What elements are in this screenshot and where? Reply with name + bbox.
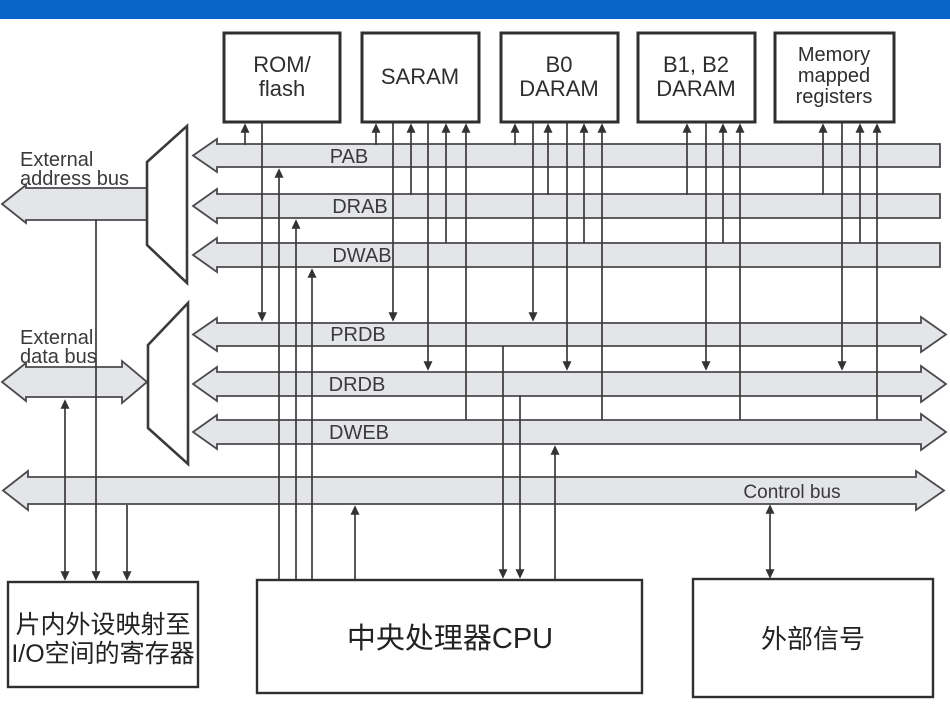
bottom-block-boxes xyxy=(6,577,935,699)
dweb-bus-band xyxy=(191,412,948,452)
external-signals-box xyxy=(691,577,935,699)
top-blue-bar xyxy=(0,0,950,19)
external-data-bus-label-line2: data bus xyxy=(20,346,97,368)
drab-label: DRAB xyxy=(332,196,388,218)
b1b2-daram-label-line1: B1, B2 xyxy=(663,52,729,77)
b0-daram-label-line1: B0 xyxy=(546,52,573,77)
external-address-bus-label-line2: address bus xyxy=(20,168,129,190)
io-registers-box xyxy=(6,580,200,689)
dwab-label: DWAB xyxy=(332,245,391,267)
external-address-bus-label-line1: External xyxy=(20,149,93,171)
mmr-label-line1: Memory xyxy=(798,44,870,66)
io-registers-label-line2: I/O空间的寄存器 xyxy=(11,640,194,668)
mmr-label-line3: registers xyxy=(796,86,873,108)
b1b2-daram-label-line2: DARAM xyxy=(656,76,735,101)
mmr-label-line2: mapped xyxy=(798,65,870,87)
cpu-box xyxy=(255,578,644,695)
external-bus-labels: External address bus External data bus xyxy=(20,149,129,368)
saram-box xyxy=(360,31,481,124)
address-bus-mux xyxy=(145,123,189,287)
bottom-block-labels: 片内外设映射至 I/O空间的寄存器 中央处理器CPU 外部信号 xyxy=(11,611,865,668)
external-address-bus-band xyxy=(0,183,148,225)
cpu-label: 中央处理器CPU xyxy=(347,622,553,655)
data-bus-mux xyxy=(146,299,190,467)
external-data-bus-label-line1: External xyxy=(20,327,93,349)
bus-labels: PAB DRAB DWAB PRDB DRDB DWEB Control bus xyxy=(329,146,841,503)
memory-block-labels: ROM/ flash SARAM B0 DARAM B1, B2 DARAM M… xyxy=(253,44,872,108)
rom-flash-label-line1: ROM/ xyxy=(253,52,311,77)
control-bus-band xyxy=(1,469,946,512)
rom-flash-label-line2: flash xyxy=(259,76,305,101)
memory-block-boxes xyxy=(222,31,896,124)
prdb-bus-band xyxy=(191,315,948,354)
b0-daram-label-line2: DARAM xyxy=(519,76,598,101)
memory-mapped-registers-box xyxy=(773,31,896,124)
saram-label: SARAM xyxy=(381,64,459,89)
prdb-label: PRDB xyxy=(330,324,386,346)
external-signals-label: 外部信号 xyxy=(761,624,865,654)
drdb-label: DRDB xyxy=(329,374,386,396)
rom-flash-box xyxy=(222,31,342,124)
io-registers-label-line1: 片内外设映射至 xyxy=(15,611,190,639)
pab-label: PAB xyxy=(330,146,369,168)
bus-bands xyxy=(0,137,948,512)
b0-daram-box xyxy=(499,31,620,124)
b1b2-daram-box xyxy=(636,31,757,124)
connectors xyxy=(60,122,882,581)
drdb-bus-band xyxy=(191,364,948,404)
control-bus-label: Control bus xyxy=(743,482,840,503)
dweb-label: DWEB xyxy=(329,422,389,444)
